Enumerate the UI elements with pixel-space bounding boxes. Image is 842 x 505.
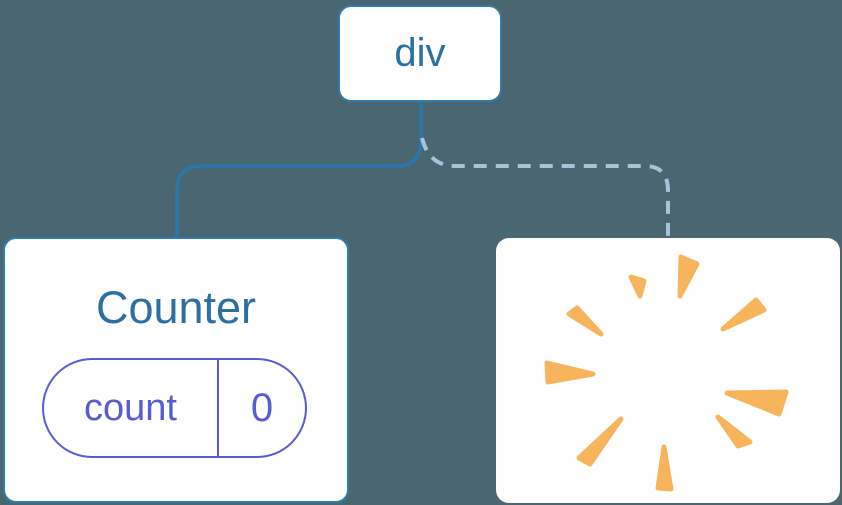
tree-node-div: div <box>338 5 502 102</box>
poof-ray <box>566 305 604 337</box>
poof-ray <box>715 414 753 449</box>
poof-ray <box>544 360 596 385</box>
poof-ray <box>628 274 647 299</box>
root-node-label: div <box>394 31 446 75</box>
tree-node-counter: Counter count 0 <box>3 237 349 503</box>
poof-burst-icon <box>544 254 789 492</box>
pill-divider <box>217 360 219 456</box>
state-key-label: count <box>84 386 177 429</box>
poof-ray <box>724 389 789 417</box>
poof-ray <box>655 444 674 492</box>
counter-node-title: Counter <box>95 282 257 333</box>
poof-ray <box>576 416 624 467</box>
state-value-label: 0 <box>250 385 274 430</box>
dashed-connector-line <box>420 137 670 239</box>
poof-ray <box>677 254 700 299</box>
state-pill: count 0 <box>42 358 307 458</box>
poof-ray <box>720 297 767 332</box>
tree-node-removed <box>496 238 840 503</box>
solid-connector-line <box>175 98 423 240</box>
